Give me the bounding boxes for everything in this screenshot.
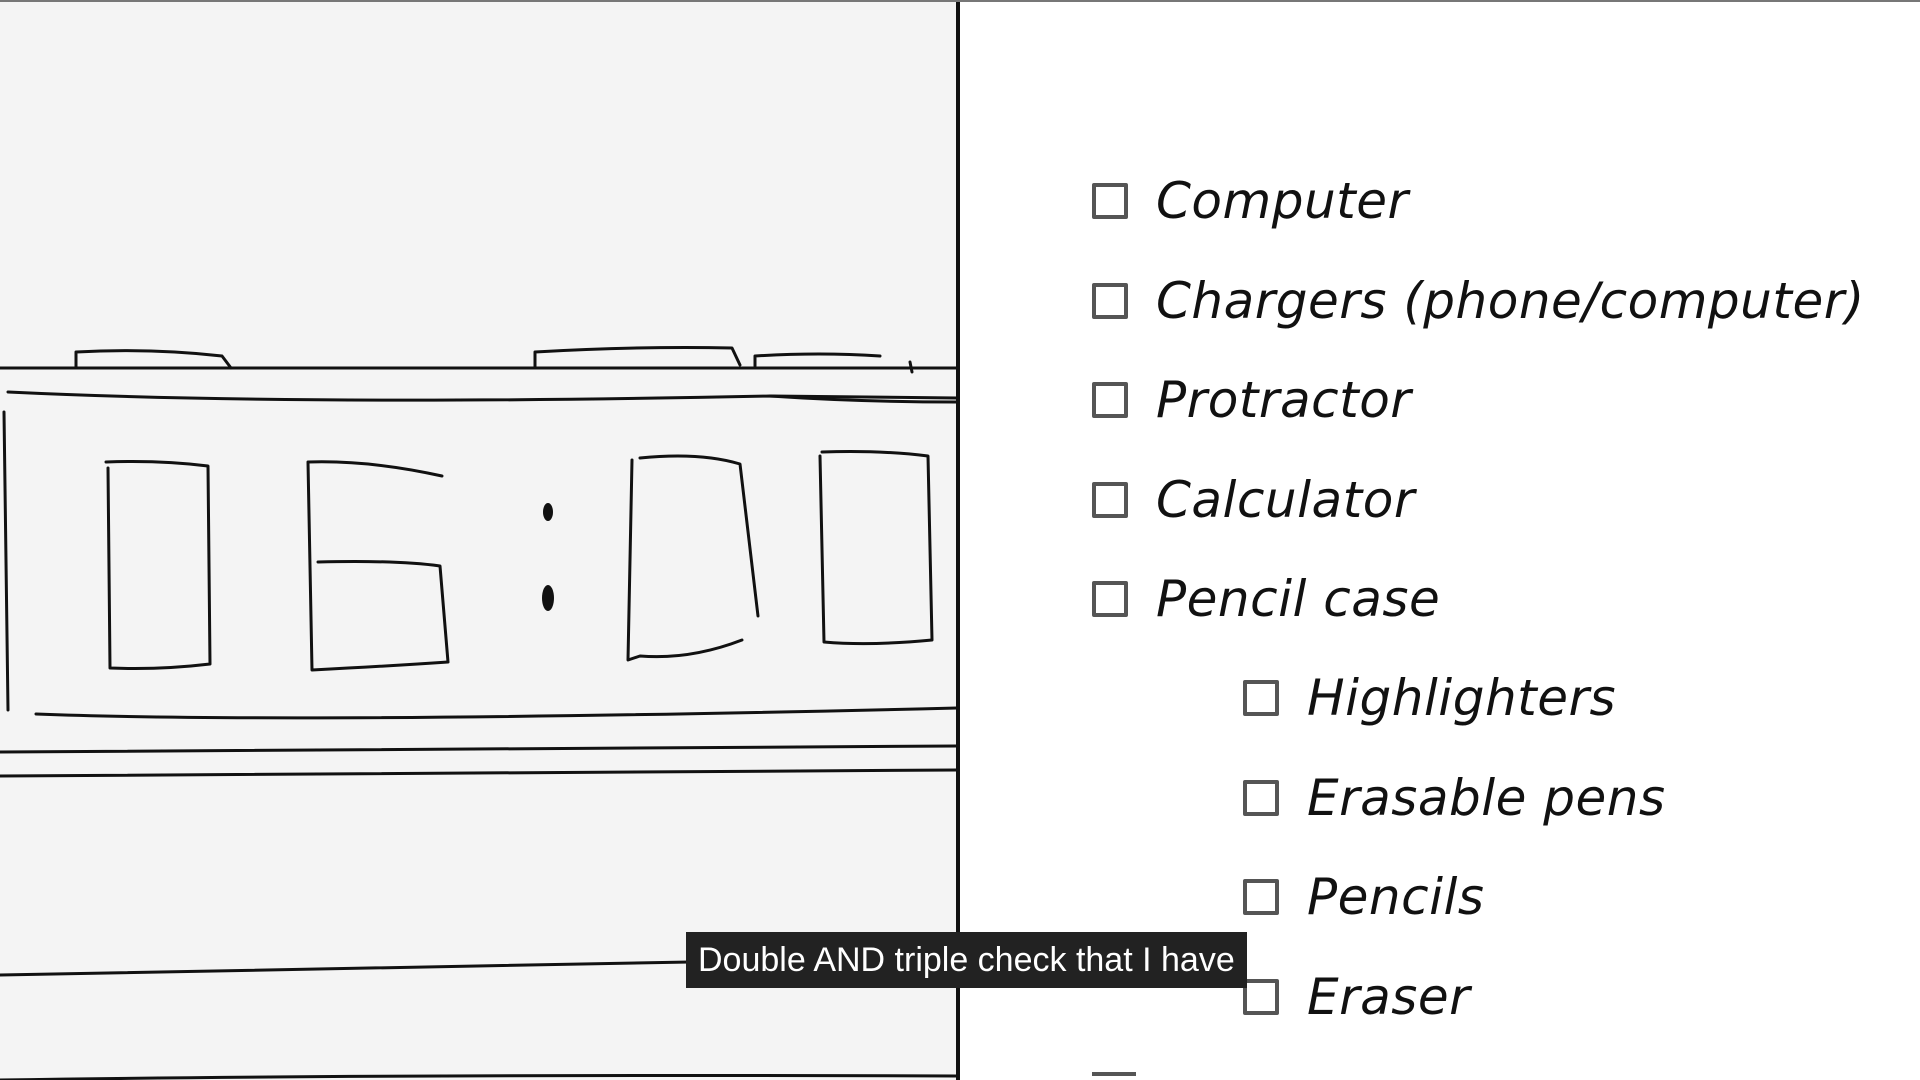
clock-button-right xyxy=(753,352,914,374)
top-border xyxy=(0,0,1920,2)
checkbox[interactable] xyxy=(1092,382,1128,418)
checklist-subitem-eraser[interactable]: Eraser xyxy=(1243,962,1470,1032)
sketch-panel xyxy=(0,0,957,1080)
checklist-item-chargers[interactable]: Chargers (phone/computer) xyxy=(1092,266,1865,336)
checklist-item-label: Pencils xyxy=(1307,868,1485,926)
clock-digit-0b xyxy=(626,454,760,662)
subtitle-text: Double AND triple check that I have xyxy=(698,940,1235,979)
checkbox[interactable] xyxy=(1243,979,1279,1015)
checklist-item-label: Protractor xyxy=(1156,371,1412,429)
display-window-top-inner xyxy=(768,394,957,404)
desk-line xyxy=(0,960,692,977)
checklist-item-protractor[interactable]: Protractor xyxy=(1092,365,1411,435)
checkbox[interactable] xyxy=(1243,680,1279,716)
checkbox[interactable] xyxy=(1092,581,1128,617)
checklist-item-label: Eraser xyxy=(1307,968,1471,1026)
display-window-top xyxy=(6,390,957,402)
checklist-subitem-erasable-pens[interactable]: Erasable pens xyxy=(1243,763,1666,833)
clock-button-left xyxy=(74,349,233,370)
clock-body-line-2 xyxy=(0,768,957,778)
checklist-subitem-highlighters[interactable]: Highlighters xyxy=(1243,663,1616,733)
panel-divider xyxy=(956,0,960,1080)
clock-body-line-1 xyxy=(0,744,957,754)
checklist-item-label: Highlighters xyxy=(1307,669,1617,727)
clock-digit-0c xyxy=(818,450,934,646)
checkbox[interactable] xyxy=(1092,482,1128,518)
checklist-item-pencil-case[interactable]: Pencil case xyxy=(1092,564,1440,634)
checkbox[interactable] xyxy=(1092,183,1128,219)
clock-digit-0 xyxy=(104,460,212,670)
checklist-item-label: Chargers (phone/computer) xyxy=(1156,272,1865,330)
checklist-item-computer[interactable]: Computer xyxy=(1092,166,1409,236)
checklist-item-calculator[interactable]: Calculator xyxy=(1092,465,1415,535)
checklist-subitem-pencils[interactable]: Pencils xyxy=(1243,862,1484,932)
clock-colon-top xyxy=(543,503,553,521)
checklist-item-label: Erasable pens xyxy=(1307,769,1666,827)
display-window-left xyxy=(2,410,10,712)
alarm-clock-drawing xyxy=(0,346,957,1080)
subtitle-caption: Double AND triple check that I have xyxy=(686,932,1247,988)
clock-colon-bottom xyxy=(542,585,554,611)
checkbox[interactable] xyxy=(1243,879,1279,915)
checklist-item-label: Computer xyxy=(1156,172,1409,230)
clock-digit-6 xyxy=(306,460,450,672)
checklist-item-label: Pencil case xyxy=(1156,570,1441,628)
display-window-bottom xyxy=(34,706,957,720)
clock-button-middle xyxy=(533,346,742,370)
checkbox[interactable] xyxy=(1243,780,1279,816)
bottom-line xyxy=(0,1074,957,1080)
checklist-item-partial xyxy=(1092,1072,1136,1080)
checkbox[interactable] xyxy=(1092,283,1128,319)
checklist-item-label: Calculator xyxy=(1156,471,1415,529)
